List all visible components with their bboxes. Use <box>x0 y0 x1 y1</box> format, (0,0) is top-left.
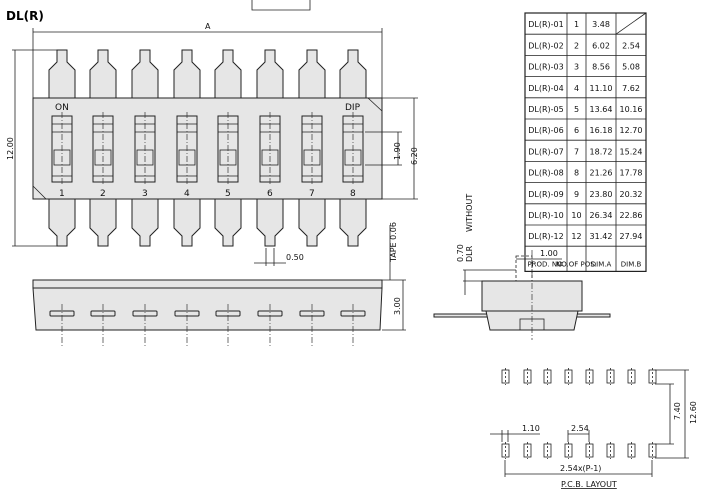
table-cell: 10.16 <box>620 105 643 114</box>
position-number: 3 <box>142 189 148 199</box>
top-pin <box>173 49 201 99</box>
table-cell: 12.70 <box>620 126 643 135</box>
table-cell: 8.56 <box>592 63 610 72</box>
table-cell: 7.62 <box>622 84 640 93</box>
dim-height-label: 12.00 <box>6 137 15 160</box>
dim-body-label: 6.20 <box>410 147 419 165</box>
table-cell: 6.02 <box>592 41 610 50</box>
table-cell: 11.10 <box>590 84 613 93</box>
table-cell: 10 <box>571 211 581 220</box>
position-number: 8 <box>350 189 356 199</box>
table-cell: 3 <box>574 63 579 72</box>
table-cell: 6 <box>574 126 579 135</box>
table-cell: DL(R)-02 <box>528 41 563 50</box>
bottom-pin <box>131 198 159 247</box>
table-cell: 22.86 <box>620 211 643 220</box>
top-pin <box>256 49 284 99</box>
drawing-title: DL(R) <box>6 9 44 23</box>
position-number: 1 <box>59 189 65 199</box>
bottom-pin <box>89 198 117 247</box>
top-pin <box>214 49 242 99</box>
dim-row-inner: 7.40 <box>673 402 682 420</box>
table-cell: 9 <box>574 190 579 199</box>
side-height-label: 3.00 <box>393 297 402 315</box>
dim-row-outer: 12.60 <box>689 401 698 424</box>
table-cell: 20.32 <box>620 190 643 199</box>
pcb-caption: P.C.B. LAYOUT <box>561 480 617 489</box>
knob-note-without: WITHOUT <box>465 194 474 232</box>
table-cell: 8 <box>574 169 579 178</box>
table-cell: 27.94 <box>620 232 643 241</box>
top-pin <box>89 49 117 99</box>
bottom-pin <box>173 198 201 247</box>
knob-note-dlr: DLR <box>465 245 474 262</box>
bottom-pin <box>214 198 242 247</box>
table-cell: DL(R)-05 <box>528 105 563 114</box>
table-cell: DL(R)-04 <box>528 84 563 93</box>
dip-label: DIP <box>345 103 361 113</box>
position-number: 7 <box>309 189 315 199</box>
position-number: 5 <box>225 189 231 199</box>
table-cell: 7 <box>574 147 579 156</box>
side-view: TAPE 0.06 3.00 <box>32 222 406 348</box>
dim-pad: 1.10 <box>522 424 540 433</box>
table-cell: DL(R)-06 <box>528 126 563 135</box>
table-cell: 23.80 <box>590 190 613 199</box>
table-cell: 26.34 <box>590 211 613 220</box>
table-header: DIM.B <box>621 260 642 268</box>
tape-label: TAPE 0.06 <box>389 222 398 263</box>
table-cell: 4 <box>574 84 579 93</box>
table-cell: 2 <box>574 41 579 50</box>
table-cell: 18.72 <box>590 147 613 156</box>
on-label: ON <box>55 103 69 113</box>
table-cell: 5.08 <box>622 63 640 72</box>
bottom-pin <box>48 198 76 247</box>
dim-pin-width-label: 0.50 <box>286 253 304 262</box>
partial-box <box>251 0 311 11</box>
top-pin <box>298 49 326 99</box>
table-cell: 12 <box>571 232 581 241</box>
table-cell: 13.64 <box>590 105 613 114</box>
bottom-pin <box>256 198 284 247</box>
dim-knob-label: 1.00 <box>540 249 558 258</box>
table-cell: DL(R)-03 <box>528 63 563 72</box>
position-number: 6 <box>267 189 273 199</box>
table-cell: 15.24 <box>620 147 643 156</box>
bottom-pin <box>298 198 326 247</box>
dim-span: 2.54x(P-1) <box>560 464 601 473</box>
table-cell: 31.42 <box>590 232 613 241</box>
table-cell: DL(R)-08 <box>528 169 563 178</box>
table-cell: 16.18 <box>590 126 613 135</box>
table-cell: DL(R)-07 <box>528 147 563 156</box>
dim-pitch: 2.54 <box>571 424 589 433</box>
top-pin <box>339 49 367 99</box>
table-cell: DL(R)-01 <box>528 20 563 29</box>
knob-height-label: 0.70 <box>456 244 465 262</box>
bottom-pin <box>339 198 367 247</box>
table-cell: DL(R)-12 <box>528 232 563 241</box>
table-cell: 1 <box>574 20 579 29</box>
table-header: NO.OF POS. <box>556 260 597 268</box>
dim-switch-label: 1.90 <box>393 142 402 160</box>
table-cell: 21.26 <box>590 169 613 178</box>
top-pin <box>48 49 76 99</box>
dim-a-label: A <box>205 22 211 31</box>
table-cell: DL(R)-10 <box>528 211 563 220</box>
table-header: PROD. NO. <box>527 260 564 268</box>
position-number: 2 <box>100 189 106 199</box>
table-cell: 5 <box>574 105 579 114</box>
table-cell: 2.54 <box>622 41 640 50</box>
switch-body <box>32 97 383 200</box>
table-cell: 17.78 <box>620 169 643 178</box>
position-number: 4 <box>184 189 190 199</box>
end-view: 1.00 0.70 DLR WITHOUT <box>433 194 611 340</box>
table-cell: DL(R)-09 <box>528 190 563 199</box>
top-pin <box>131 49 159 99</box>
table-header: DIM.A <box>591 260 612 268</box>
table-cell: 3.48 <box>592 20 610 29</box>
top-view: A 12.00 ON DIP 1 2 3 4 5 6 7 8 6.20 1.90 0.50 <box>6 22 419 266</box>
pcb-layout: 7.40 12.60 1.10 2.54 2.54x(P-1) P.C.B. L… <box>490 368 698 489</box>
